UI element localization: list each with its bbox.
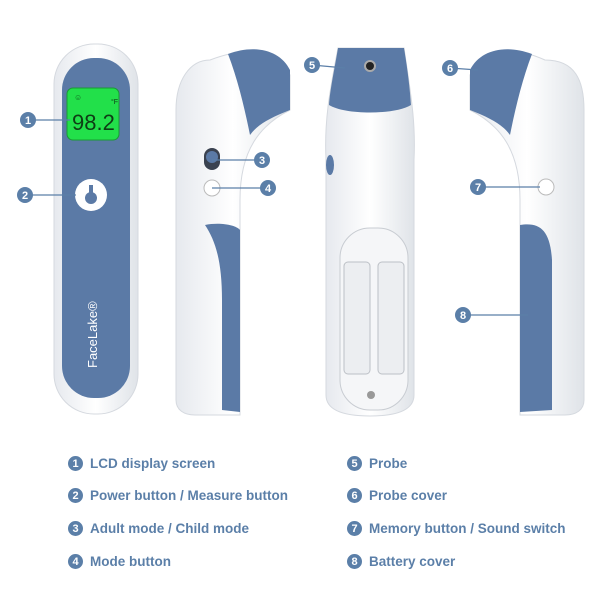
legend-label: LCD display screen: [90, 456, 216, 471]
legend-number: 7: [347, 521, 362, 536]
lcd-mode-icon: ☺: [74, 93, 82, 102]
svg-text:1: 1: [25, 115, 31, 127]
callout-3: 3: [254, 152, 270, 168]
svg-text:7: 7: [475, 182, 481, 194]
legend-item-1: 1 LCD display screen: [68, 456, 215, 471]
thermometer-back-view: [325, 47, 415, 417]
probe-cover: [470, 49, 532, 135]
legend-label: Probe: [369, 456, 408, 471]
legend-number: 5: [347, 456, 362, 471]
legend-item-5: 5 Probe: [347, 456, 407, 471]
legend-number: 8: [347, 554, 362, 569]
callout-1: 1: [20, 112, 36, 128]
probe-sensor-icon: [364, 60, 376, 72]
lcd-display-screen: [66, 87, 120, 141]
lcd-unit: °F: [111, 98, 118, 106]
callout-2: 2: [17, 187, 33, 203]
callout-6: 6: [442, 60, 458, 76]
power-icon: [85, 192, 97, 204]
callout-8: 8: [455, 307, 471, 323]
probe: [329, 48, 411, 113]
legend-item-3: 3 Adult mode / Child mode: [68, 521, 249, 536]
legend-item-2: 2 Power button / Measure button: [68, 488, 288, 503]
svg-text:6: 6: [447, 63, 453, 75]
legend-label: Battery cover: [369, 554, 456, 569]
callout-4: 4: [260, 180, 276, 196]
legend-label: Probe cover: [369, 488, 448, 503]
legend-number: 4: [68, 554, 83, 569]
legend-label: Adult mode / Child mode: [90, 521, 249, 536]
legend-item-7: 7 Memory button / Sound switch: [347, 521, 566, 536]
legend-item-8: 8 Battery cover: [347, 554, 455, 569]
legend-label: Power button / Measure button: [90, 488, 288, 503]
memory-button[interactable]: [537, 178, 555, 196]
thermometer-front-view: ☺ 98.2 °F FaceLake®: [53, 43, 139, 415]
legend-number: 1: [68, 456, 83, 471]
battery-cover: [520, 224, 552, 412]
thermometer-left-side-view: [175, 49, 291, 416]
legend-item-6: 6 Probe cover: [347, 488, 447, 503]
svg-text:2: 2: [22, 190, 28, 202]
svg-text:4: 4: [265, 183, 272, 195]
svg-text:3: 3: [259, 155, 265, 167]
legend-label: Memory button / Sound switch: [369, 521, 566, 536]
svg-text:8: 8: [460, 310, 466, 322]
callout-7: 7: [470, 179, 486, 195]
legend-item-4: 4 Mode button: [68, 554, 171, 569]
thermometer-right-side-view: [469, 49, 585, 416]
brand-logo: FaceLake®: [85, 301, 100, 368]
legend-number: 6: [347, 488, 362, 503]
lcd-reading: 98.2: [72, 110, 115, 135]
legend-label: Mode button: [90, 554, 171, 569]
legend-number: 3: [68, 521, 83, 536]
callout-5: 5: [304, 57, 320, 73]
legend-number: 2: [68, 488, 83, 503]
svg-text:5: 5: [309, 60, 315, 72]
